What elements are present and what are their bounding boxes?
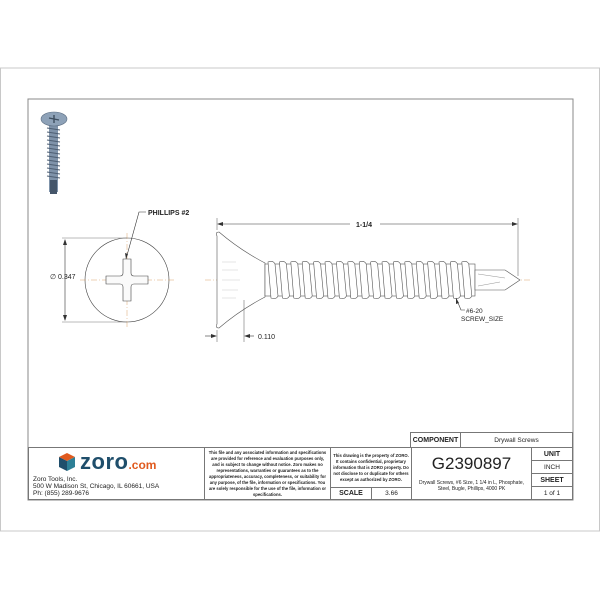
thread-crest (438, 261, 450, 299)
scale-value: 3.66 (371, 487, 412, 500)
company-address: 500 W Madison St, Chicago, IL 60661, USA (33, 483, 160, 490)
company-phone: Ph: (855) 289-9676 (33, 490, 90, 497)
part-description: Drywall Screws, #6 Size, 1 1/4 in L, Pho… (418, 480, 525, 492)
thumbnail-thread (46, 175, 61, 179)
head-top-view (62, 211, 174, 327)
property-notice: This drawing is the property of ZORO. It… (330, 447, 412, 488)
company-cell: zoro .com Zoro Tools, Inc. 500 W Madison… (28, 447, 205, 500)
thread-crest (370, 261, 381, 299)
thread-crest (324, 261, 336, 299)
component-label: COMPONENT (410, 432, 461, 448)
thread-crest (290, 261, 302, 299)
head-height-dimension: 0.110 (258, 334, 275, 341)
thumbnail-thread (46, 127, 61, 131)
drive-label: PHILLIPS #2 (148, 210, 189, 217)
phillips-recess (105, 258, 149, 302)
thread-crest (415, 261, 427, 299)
length-dimension: 1-1/4 (356, 222, 372, 229)
head-diameter-dimension: ∅ 0.347 (50, 274, 76, 281)
sheet-value: 1 of 1 (531, 486, 573, 500)
thumbnail-thread (46, 163, 61, 167)
thumbnail-thread (46, 151, 61, 155)
thumbnail-thread (46, 143, 61, 147)
scale-label: SCALE (330, 487, 372, 500)
screw-3d-thumbnail (40, 111, 68, 194)
zoro-cube-icon (59, 453, 75, 471)
inner-frame (27, 98, 574, 501)
thread-crest (404, 261, 416, 299)
thread-crest (450, 261, 461, 299)
part-cell: G2390897 Drywall Screws, #6 Size, 1 1/4 … (411, 447, 532, 500)
unit-value: INCH (531, 460, 573, 474)
thread-crest (461, 261, 473, 299)
thumbnail-thread (46, 147, 61, 151)
thread-crest (381, 261, 393, 299)
thread-crest (313, 261, 324, 299)
thread-crest (347, 261, 359, 299)
thumbnail-thread (46, 171, 61, 175)
brand-name: zoro (80, 449, 129, 474)
drill-tip (474, 269, 521, 291)
disclaimer: This file and any associated information… (204, 447, 331, 500)
zoro-logo: zoro .com (57, 449, 157, 474)
unit-label: UNIT (531, 447, 573, 461)
thread-label: SCREW_SIZE (461, 316, 504, 323)
thread-crest (358, 261, 370, 299)
thumbnail-thread (46, 155, 61, 159)
thumbnail-thread (46, 139, 61, 143)
sheet-label: SHEET (531, 473, 573, 487)
thread-crest (267, 261, 279, 299)
thread-crest (301, 261, 313, 299)
thread-crest (427, 261, 438, 299)
thumbnail-thread (46, 135, 61, 139)
component-value: Drywall Screws (460, 432, 573, 448)
thread-crest (279, 261, 290, 299)
part-number: G2390897 (431, 454, 512, 473)
brand-suffix: .com (128, 458, 157, 472)
company-name: Zoro Tools, Inc. (33, 476, 78, 483)
thumbnail-thread (46, 167, 61, 171)
thread-crest (336, 261, 347, 299)
bugle-head (216, 231, 266, 329)
screw-side-view (205, 218, 530, 342)
thumbnail-thread (46, 131, 61, 135)
thumbnail-thread (46, 159, 61, 163)
thread-size: #6-20 (466, 308, 483, 315)
thread-crest (393, 261, 404, 299)
